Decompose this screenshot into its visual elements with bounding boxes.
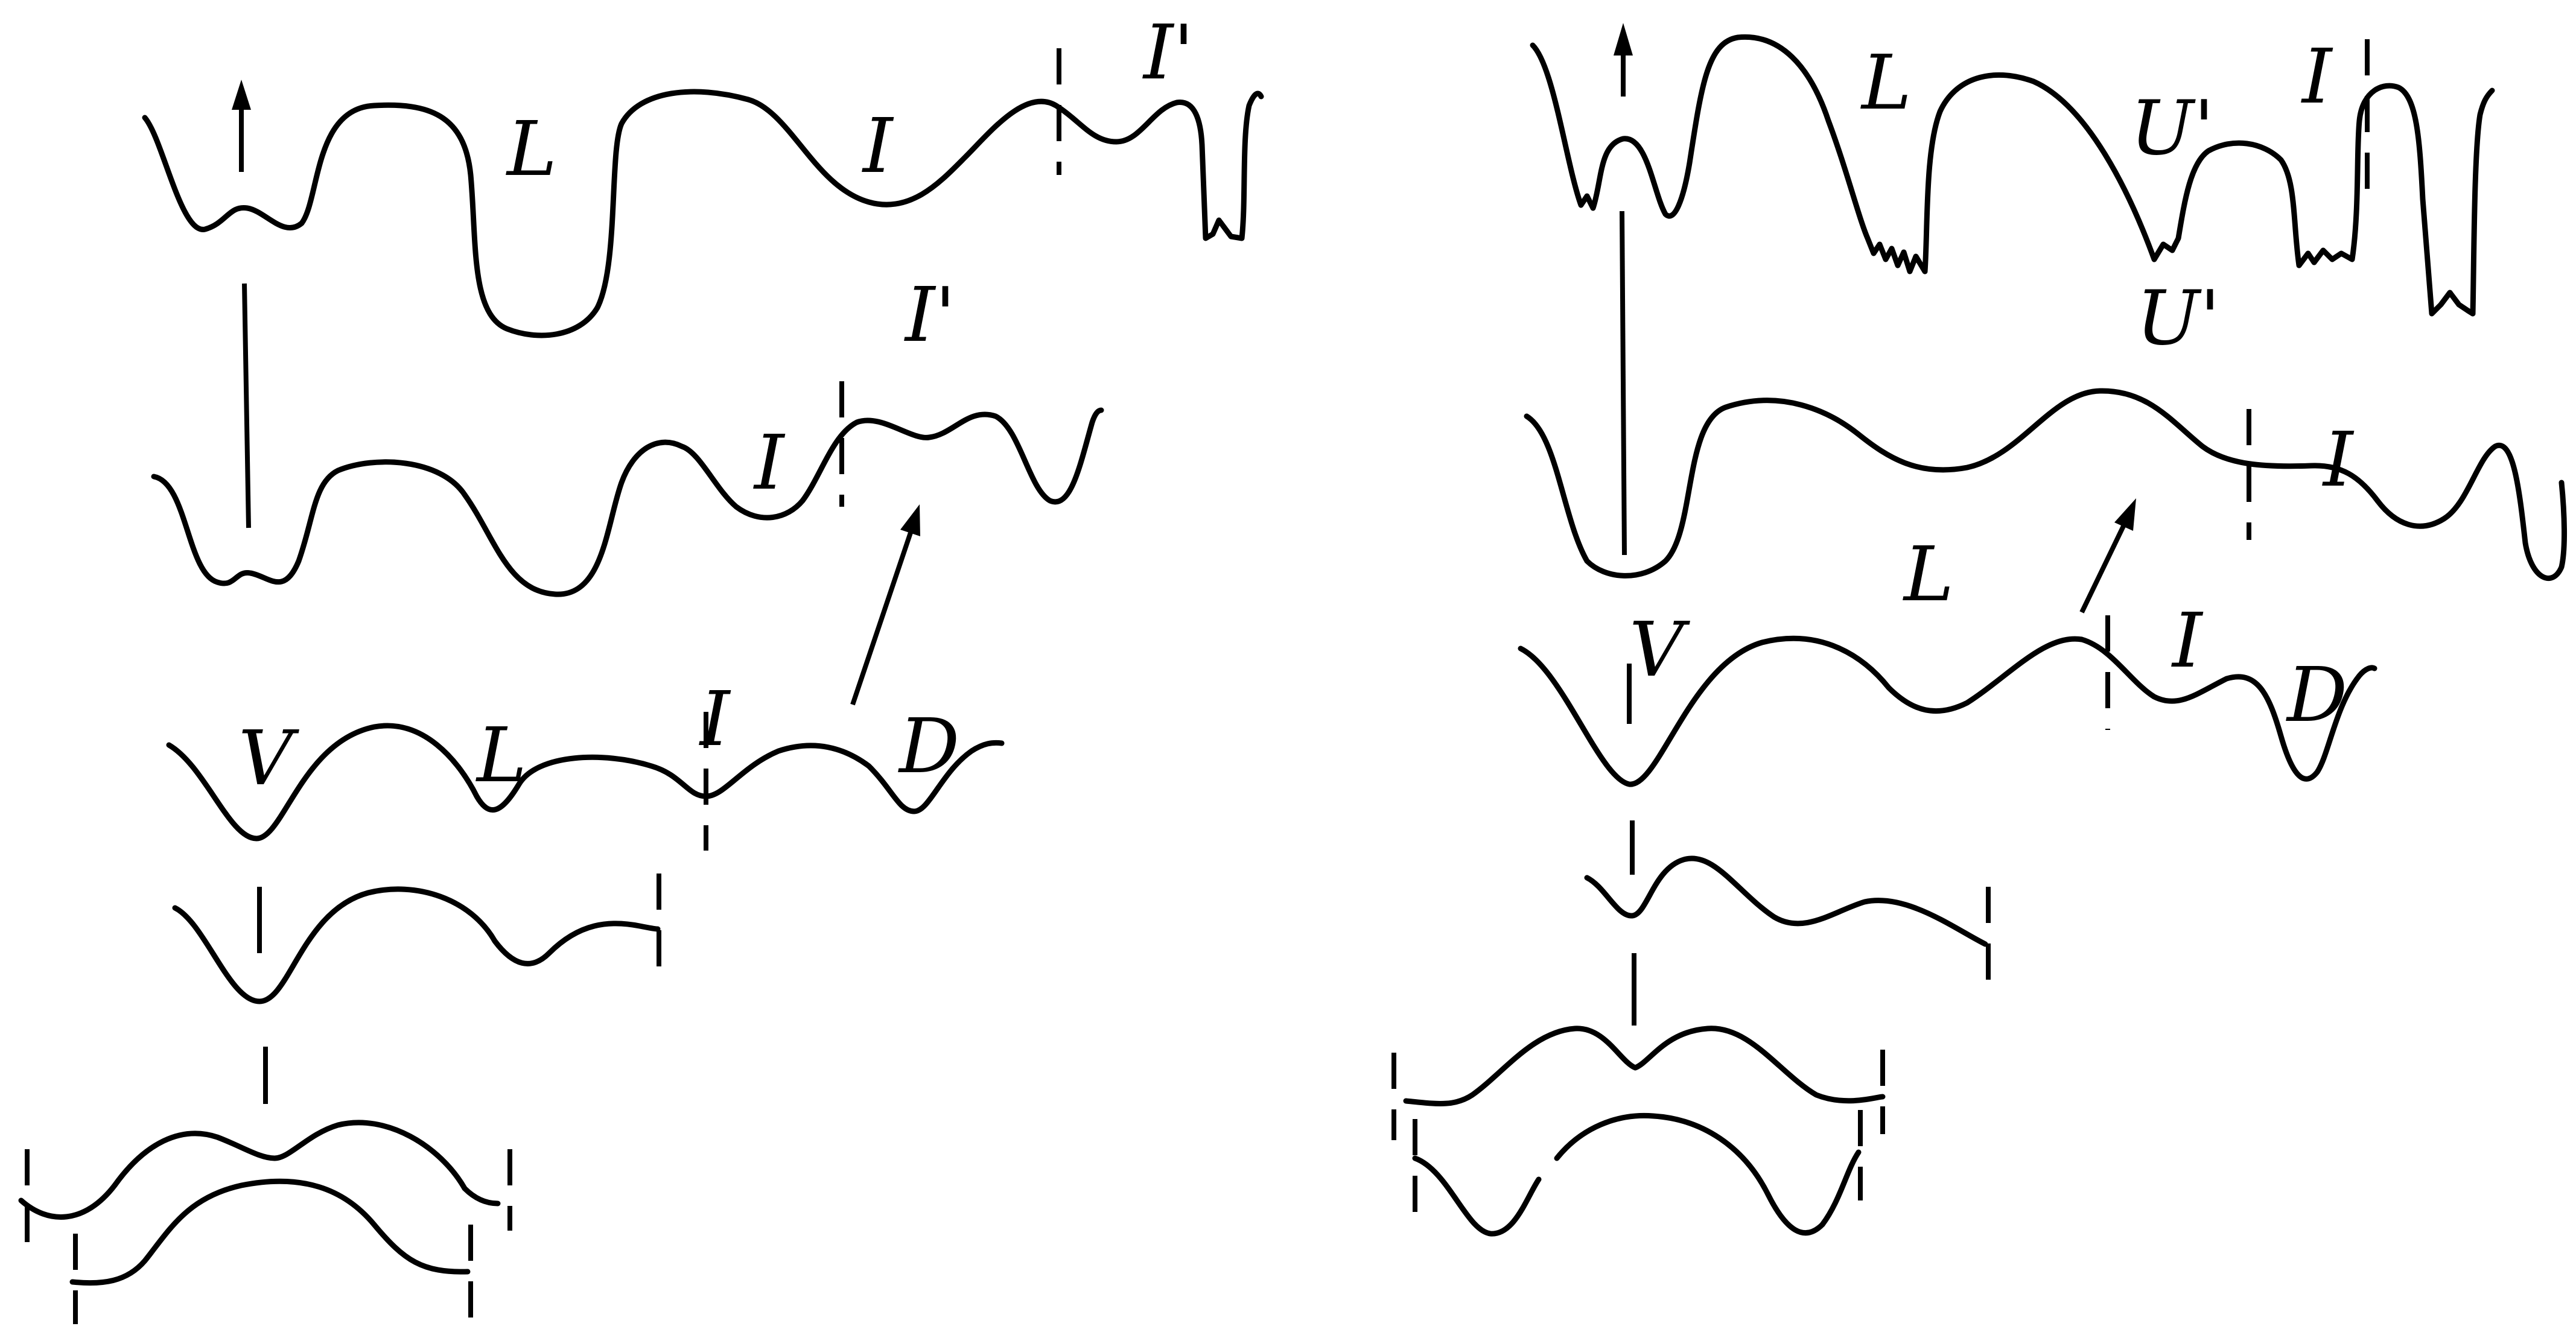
left-label-row2-I: I xyxy=(753,419,786,507)
right-label-row1-Uprime: U' xyxy=(2130,84,2215,172)
right-curve-row5-lower xyxy=(1412,1112,1862,1237)
left-diagonal-arrow xyxy=(850,504,920,706)
left-label-row3-L: L xyxy=(475,712,527,799)
right-label-row2-L: L xyxy=(1903,531,1954,618)
right-label-row1-L: L xyxy=(1860,39,1912,127)
right-label-row3-V: V xyxy=(1629,606,1690,694)
left-label-row1-I: I xyxy=(862,103,894,190)
right-label-row2-I: I xyxy=(2322,416,2355,504)
right-label-row2-Uprime: U' xyxy=(2136,274,2221,362)
right-curve-row3 xyxy=(1518,635,2377,787)
left-panel: L I I' I' I V L I D xyxy=(18,9,1264,1324)
left-label-row1-L: L xyxy=(506,106,557,193)
left-up-arrow-row1 xyxy=(232,80,251,172)
left-curve-row1 xyxy=(142,89,1264,338)
right-diagonal-arrow xyxy=(2079,498,2136,614)
left-curve-row4 xyxy=(172,886,661,1004)
right-curve-row5-upper xyxy=(1403,1026,1886,1106)
left-label-row3-I: I xyxy=(699,676,731,763)
left-curve-row3 xyxy=(166,723,1005,842)
left-curve-row5-lower xyxy=(69,1178,471,1286)
left-curve-row2 xyxy=(151,407,1104,597)
left-vertical-line-row1-row2 xyxy=(242,283,251,528)
right-curve-row1 xyxy=(1530,34,2495,317)
right-label-row1-I: I xyxy=(2301,33,2333,121)
right-up-arrow-row1 xyxy=(1614,23,1633,97)
left-label-row3-D: D xyxy=(898,703,959,790)
right-curve-row4 xyxy=(1584,855,1988,947)
right-panel: L U' I U' L I V I D xyxy=(1391,23,2567,1237)
left-label-row2-Iprime: I' xyxy=(904,271,956,359)
right-curve-row2 xyxy=(1524,388,2567,582)
right-vertical-line-row1-row2 xyxy=(1620,211,1627,556)
right-label-row3-I: I xyxy=(2171,597,2204,685)
left-label-row1-Iprime: I' xyxy=(1142,9,1194,97)
left-label-row3-V: V xyxy=(238,715,299,802)
right-label-row3-D: D xyxy=(2286,652,2347,739)
left-curve-row5-upper xyxy=(18,1120,501,1220)
